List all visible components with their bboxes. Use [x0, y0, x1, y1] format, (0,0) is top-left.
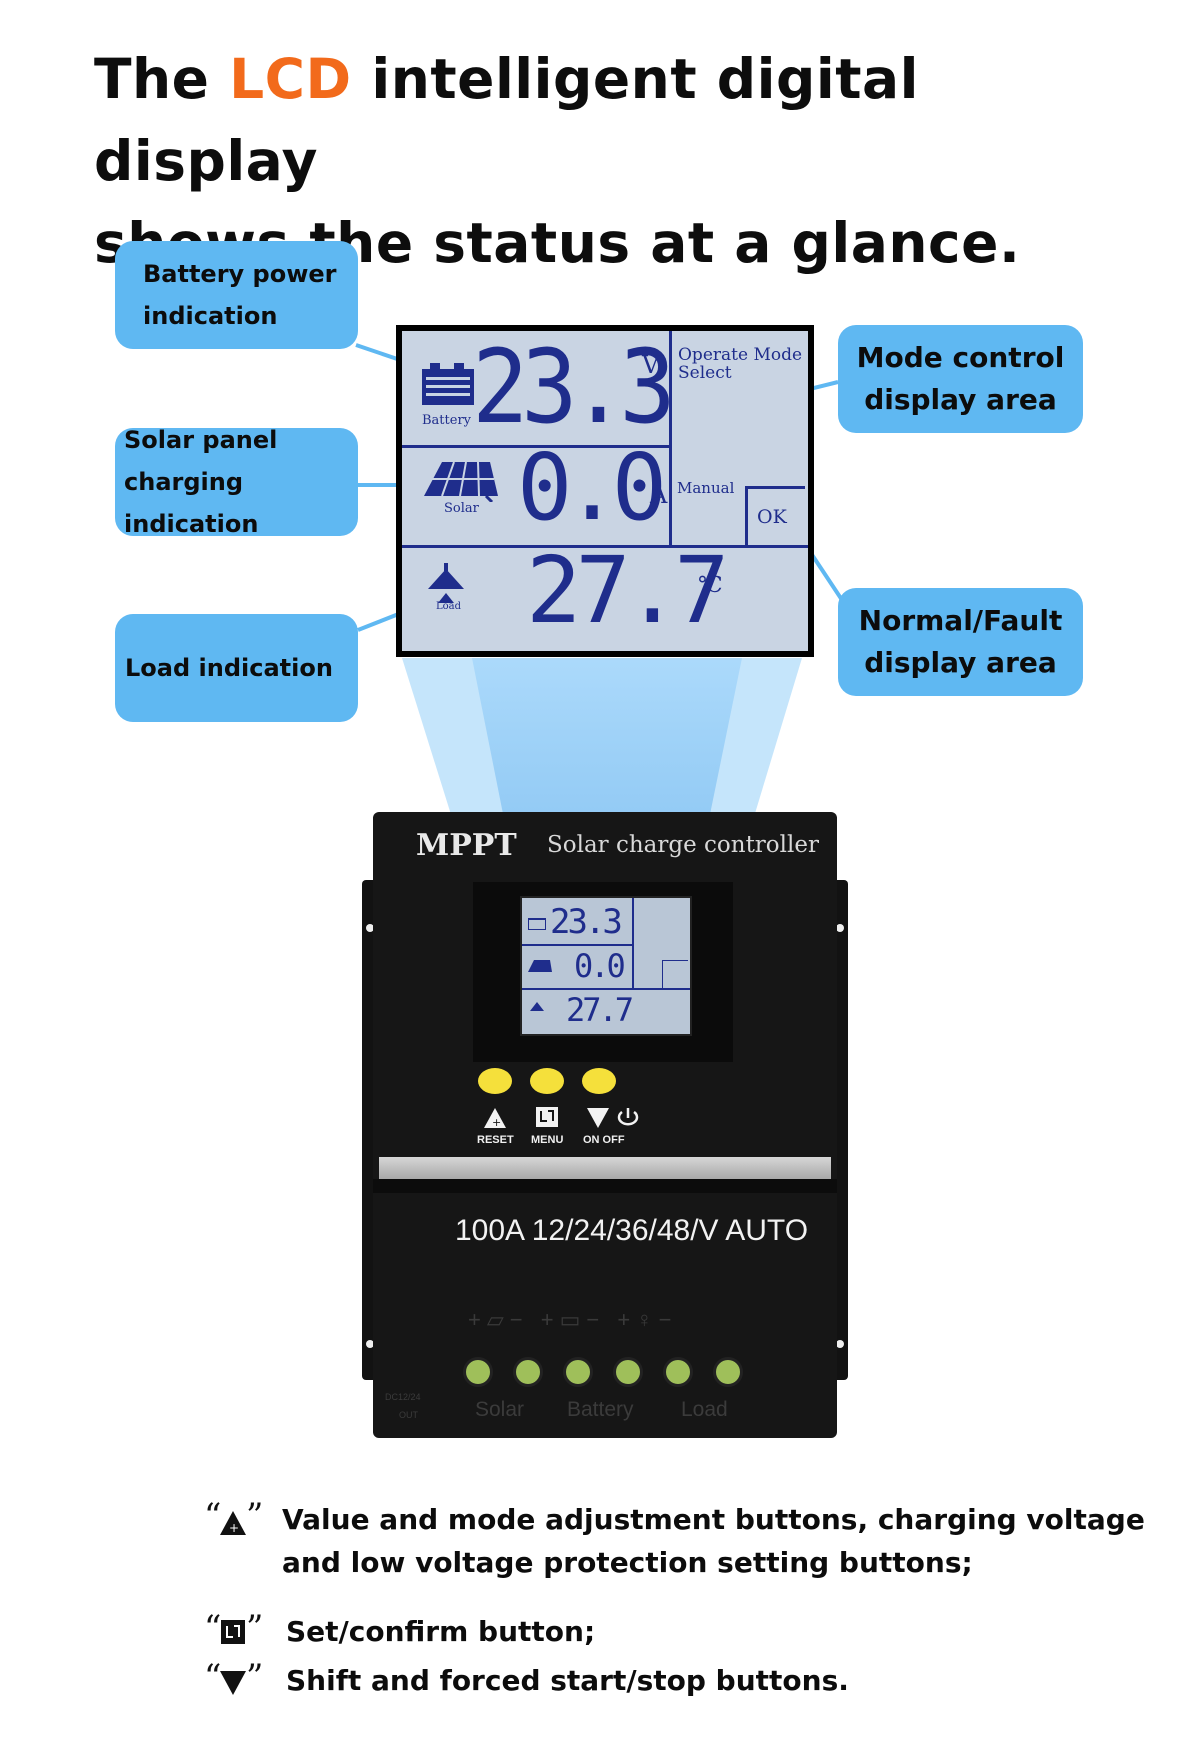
lcd-screen: Battery 23.3 V Solar 0.0 A Operate Mode …: [402, 331, 808, 651]
controller-title: Solar charge controller: [547, 832, 819, 858]
small-lcd-current-value: 0.0: [574, 947, 626, 985]
menu-button[interactable]: [530, 1068, 564, 1094]
corner-text-1: DC12/24: [385, 1392, 421, 1402]
lcd-battery-value: 23.3: [472, 328, 676, 447]
down-legend-icon: [220, 1671, 246, 1695]
svg-text:+: +: [492, 1116, 501, 1128]
terminal-solar-negative: [513, 1357, 543, 1387]
terminal-solar-positive: [463, 1357, 493, 1387]
solar-panel-icon: [424, 462, 498, 502]
lcd-ok-box: [745, 486, 805, 548]
controller-brand: MPPT: [416, 828, 517, 863]
lcd-display-enlarged: Battery 23.3 V Solar 0.0 A Operate Mode …: [396, 325, 814, 657]
terminal-solar-label: Solar: [475, 1398, 525, 1421]
terminal-battery-label: Battery: [567, 1398, 634, 1421]
down-legend-quote-open: “: [204, 1657, 222, 1697]
lcd-battery-unit: V: [642, 351, 660, 379]
lcd-divider-row-1: [402, 445, 669, 448]
up-button[interactable]: [478, 1068, 512, 1094]
lcd-current-unit: A: [650, 481, 668, 509]
solar-callout: Solar panel charging indication: [115, 426, 358, 538]
reset-label: RESET: [477, 1134, 514, 1146]
terminal-battery-negative: [613, 1357, 643, 1387]
set-legend-quote-open: “: [204, 1608, 222, 1648]
mode-callout: Mode control display area: [838, 325, 1083, 433]
right-tab-hole-bottom: [836, 1340, 844, 1348]
headline-accent: LCD: [229, 47, 352, 111]
lcd-temp-value: 27.7: [526, 537, 730, 644]
terminal-load-positive: [663, 1357, 693, 1387]
down-button[interactable]: [582, 1068, 616, 1094]
up-legend-line-1: Value and mode adjustment buttons, charg…: [282, 1503, 1145, 1536]
down-legend-quote-close: ”: [246, 1657, 264, 1697]
down-arrow-icon: [587, 1108, 609, 1128]
small-solar-icon: [528, 960, 552, 972]
small-lcd-divider: [632, 898, 634, 990]
silver-band: [379, 1157, 831, 1179]
charge-controller: MPPT Solar charge controller 23.3 0.0 27…: [373, 812, 837, 1438]
band-shadow: [373, 1179, 837, 1193]
right-tab-hole-top: [836, 924, 844, 932]
small-lcd-row-2: [522, 988, 690, 990]
lcd-solar-label: Solar: [444, 501, 479, 516]
terminal-symbols: +▱− +▭− +♀−: [468, 1307, 678, 1332]
load-callout: Load indication: [115, 614, 358, 722]
terminal-load-negative: [713, 1357, 743, 1387]
set-legend-icon: [221, 1620, 245, 1644]
small-battery-icon: [528, 918, 546, 930]
small-lcd-ok-box: [662, 960, 688, 988]
lcd-mode-line-2: Select: [678, 363, 732, 383]
lcd-divider-row-2: [402, 545, 808, 548]
left-tab-hole-top: [366, 924, 374, 932]
menu-icon: [536, 1107, 558, 1127]
lcd-battery-label: Battery: [422, 413, 472, 428]
rating-label: 100A 12/24/36/48/V AUTO: [455, 1214, 809, 1247]
up-legend-quote-open: “: [204, 1496, 222, 1536]
headline-line-1: The LCD intelligent digital display: [94, 47, 919, 193]
menu-label: MENU: [531, 1134, 564, 1146]
load-lamp-icon: [428, 563, 464, 603]
set-legend-text: Set/confirm button;: [286, 1615, 596, 1648]
small-lamp-icon: [530, 1002, 544, 1011]
battery-icon: [422, 363, 474, 405]
fault-callout: Normal/Fault display area: [838, 588, 1083, 696]
down-legend-text: Shift and forced start/stop buttons.: [286, 1664, 849, 1697]
terminal-load-label: Load: [681, 1398, 728, 1421]
small-lcd-temp-value: 27.7: [566, 991, 634, 1029]
lcd-ok-label: OK: [757, 506, 787, 528]
up-legend-quote-close: ”: [246, 1496, 264, 1536]
lcd-current-value: 0.0: [517, 434, 667, 541]
battery-callout: Battery power indication: [115, 241, 358, 349]
lcd-temp-unit: ℃: [698, 573, 723, 598]
lcd-divider-vertical: [669, 331, 672, 548]
small-lcd-battery-value: 23.3: [550, 902, 623, 942]
small-lcd-row-1: [522, 944, 632, 946]
up-legend-icon: +: [220, 1511, 246, 1535]
left-tab-hole-bottom: [366, 1340, 374, 1348]
lcd-manual-label: Manual: [677, 479, 735, 497]
set-legend-quote-close: ”: [246, 1608, 264, 1648]
lcd-load-label: Load: [436, 601, 462, 612]
power-icon: [617, 1108, 639, 1126]
svg-text:+: +: [229, 1521, 239, 1535]
lcd-mode-line-1: Operate Mode: [678, 345, 803, 365]
up-legend-line-2: and low voltage protection setting butto…: [282, 1546, 973, 1579]
terminal-battery-positive: [563, 1357, 593, 1387]
up-arrow-icon: +: [484, 1108, 506, 1128]
onoff-label: ON OFF: [583, 1134, 625, 1146]
corner-text-2: OUT: [399, 1410, 418, 1420]
small-lcd: 23.3 0.0 27.7: [520, 896, 692, 1036]
